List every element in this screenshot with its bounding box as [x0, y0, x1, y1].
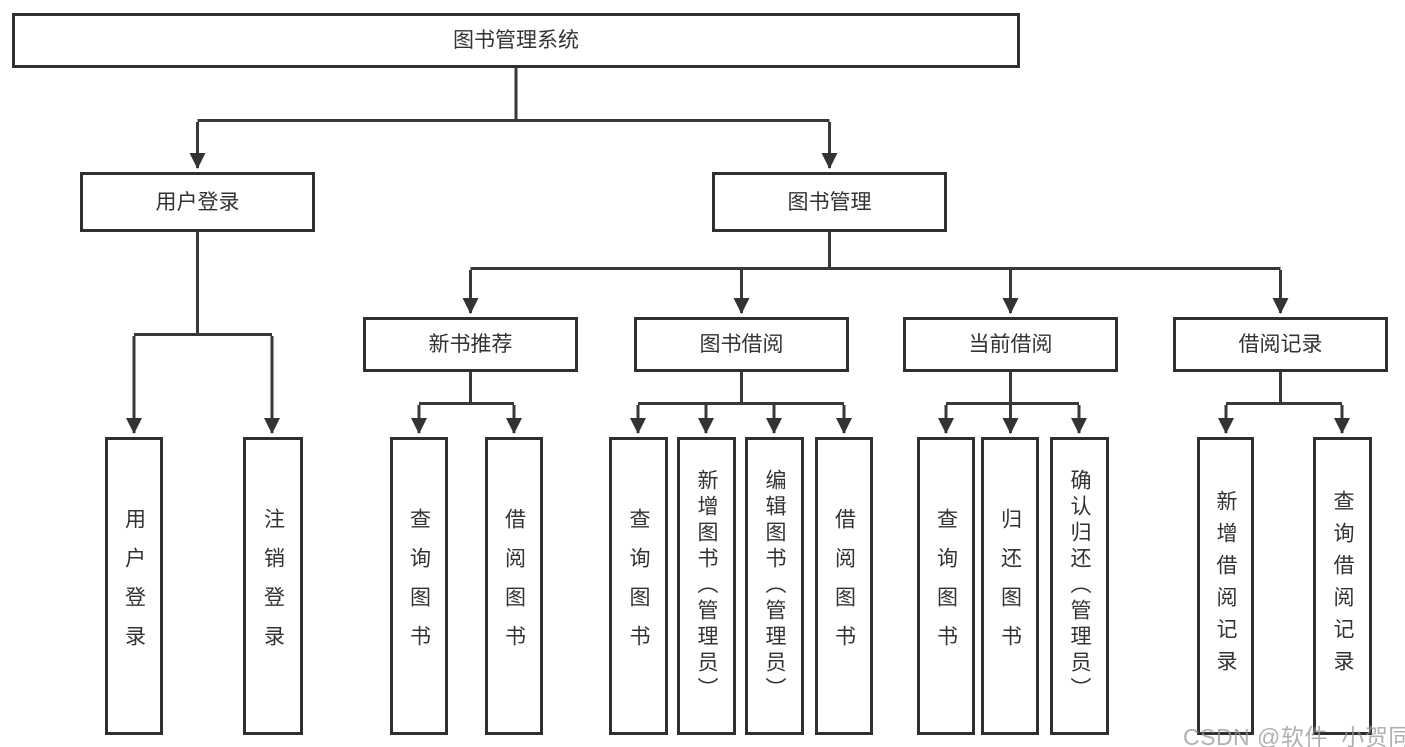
node-user-login-branch-label: 用户登录 — [155, 190, 240, 214]
node-leaf-borrow-books: 借阅图书 — [815, 437, 873, 735]
node-leaf-label: 查询图书 — [407, 508, 431, 664]
node-new-book-recommend-label: 新书推荐 — [428, 333, 513, 356]
node-leaf-user-login: 用户登录 — [105, 437, 163, 735]
node-leaf-add-borrow-record: 新增借阅记录 — [1197, 437, 1254, 735]
node-book-management: 图书管理 — [712, 172, 947, 232]
node-user-login-branch: 用户登录 — [80, 172, 315, 232]
node-leaf-logout-label: 注销登录 — [261, 508, 285, 664]
node-book-management-label: 图书管理 — [787, 190, 872, 214]
node-leaf-label: 新增借阅记录 — [1214, 490, 1237, 682]
node-leaf-query-books-recommend: 查询图书 — [390, 437, 448, 735]
node-leaf-query-books-borrow: 查询图书 — [609, 437, 668, 735]
watermark-text: CSDN @软件_小贺同学 — [1183, 724, 1405, 747]
node-leaf-user-login-label: 用户登录 — [122, 508, 146, 664]
node-current-borrow-label: 当前借阅 — [968, 333, 1053, 356]
node-leaf-logout: 注销登录 — [243, 437, 303, 735]
node-leaf-label: 查询图书 — [627, 508, 650, 664]
node-leaf-label: 归还图书 — [998, 508, 1022, 664]
node-leaf-query-borrow-record: 查询借阅记录 — [1313, 437, 1372, 735]
node-leaf-query-books-current: 查询图书 — [917, 437, 975, 735]
node-root-label: 图书管理系统 — [453, 29, 579, 52]
node-borrow-records-label: 借阅记录 — [1238, 333, 1323, 356]
node-leaf-confirm-return-admin: 确认归还（管理员） — [1050, 437, 1109, 735]
node-leaf-label: 查询图书 — [934, 508, 958, 664]
node-borrow-records: 借阅记录 — [1173, 317, 1388, 372]
node-leaf-label: 借阅图书 — [832, 508, 856, 664]
node-new-book-recommend: 新书推荐 — [363, 317, 578, 372]
node-leaf-label: 确认归还（管理员） — [1068, 469, 1091, 703]
node-leaf-borrow-books-recommend: 借阅图书 — [485, 437, 543, 735]
node-leaf-label: 借阅图书 — [502, 508, 526, 664]
node-leaf-label: 查询借阅记录 — [1331, 490, 1354, 682]
node-leaf-return-books: 归还图书 — [981, 437, 1039, 735]
node-leaf-add-book-admin: 新增图书（管理员） — [677, 437, 736, 735]
node-leaf-edit-book-admin: 编辑图书（管理员） — [745, 437, 804, 735]
node-leaf-label: 新增图书（管理员） — [695, 469, 718, 703]
node-current-borrow: 当前借阅 — [903, 317, 1118, 372]
node-root: 图书管理系统 — [12, 13, 1020, 68]
node-leaf-label: 编辑图书（管理员） — [763, 469, 786, 703]
node-book-borrow-label: 图书借阅 — [699, 333, 784, 356]
node-book-borrow: 图书借阅 — [634, 317, 849, 372]
